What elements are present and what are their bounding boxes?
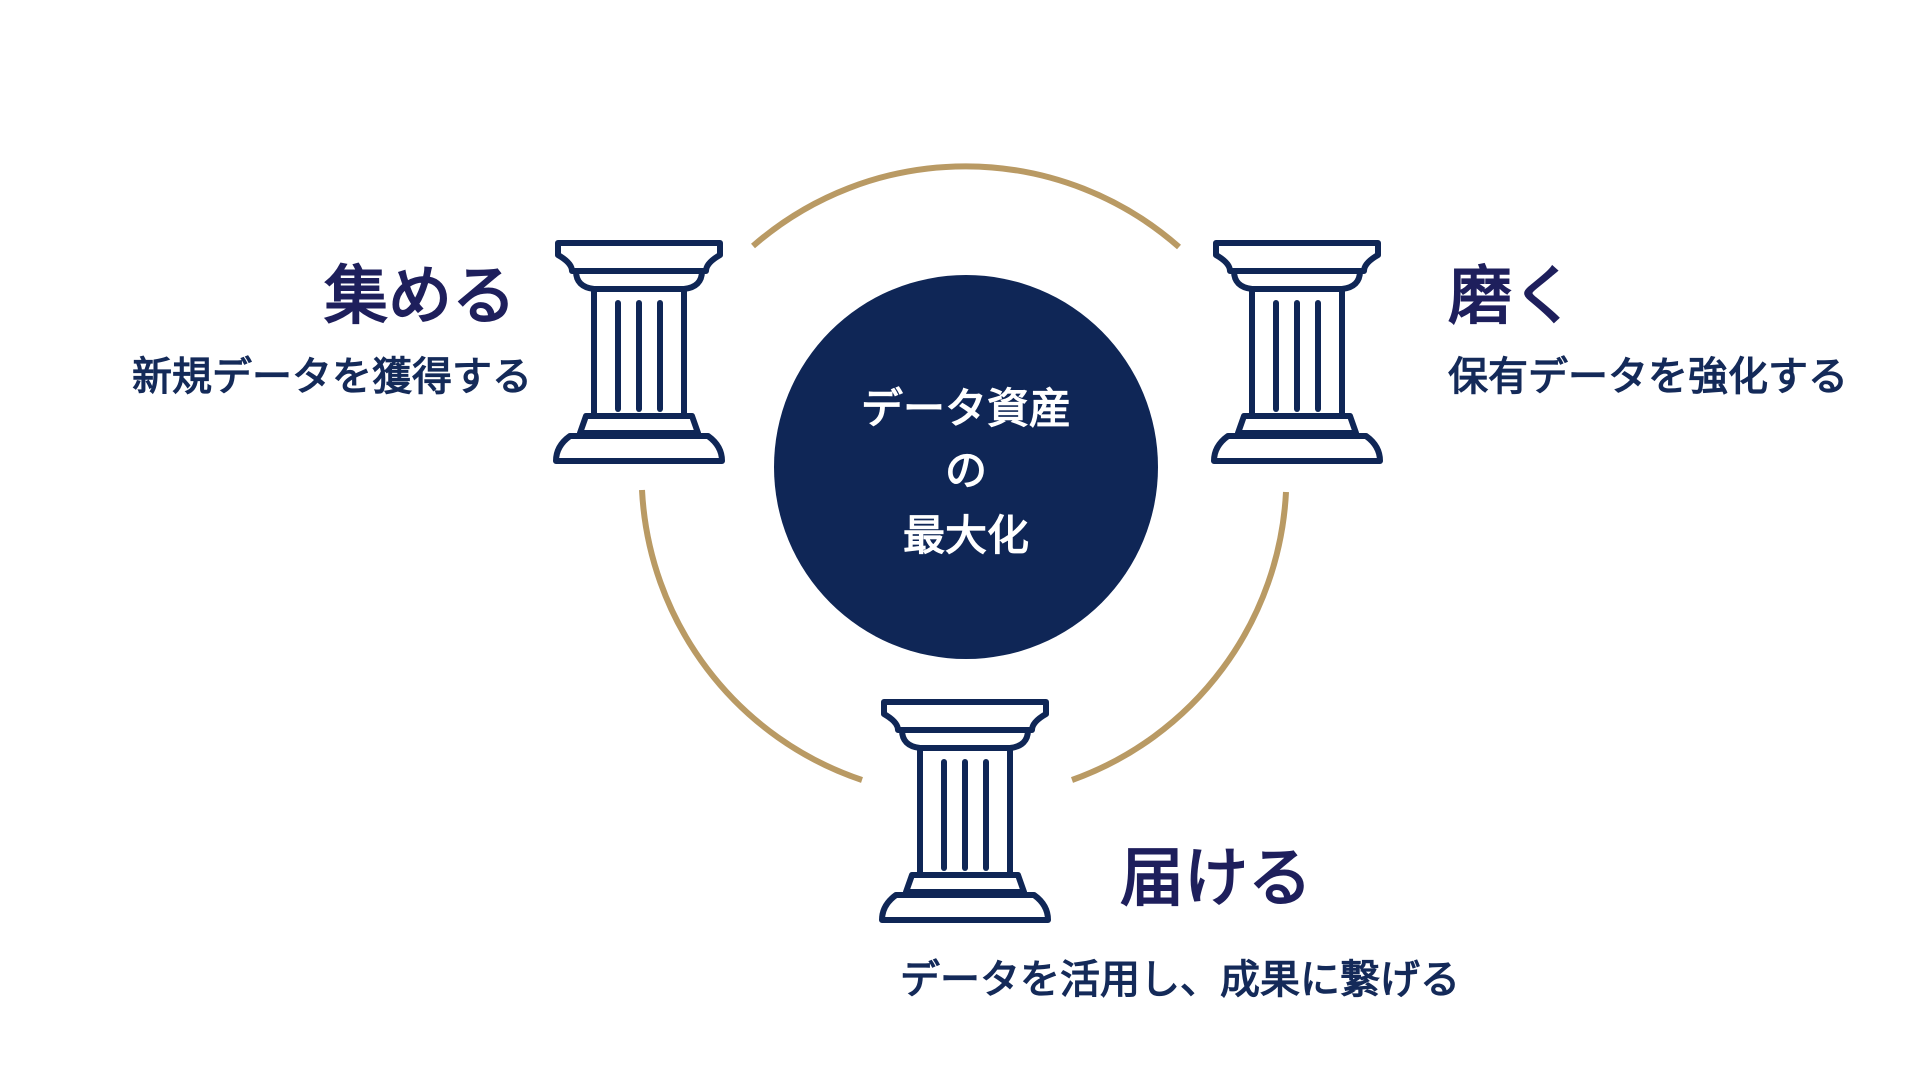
pillar-icon xyxy=(556,243,722,461)
center-label-line3: 最大化 xyxy=(903,511,1029,560)
ring-arc-left xyxy=(639,489,863,783)
stage-title: 磨く xyxy=(1448,260,1576,334)
stage-description: 保有データを強化する xyxy=(1448,354,1848,400)
stage-refine: 磨く 保有データを強化する xyxy=(1448,260,1848,400)
stage-description: 新規データを獲得する xyxy=(132,354,532,400)
center-circle xyxy=(774,275,1158,659)
stage-title: 届ける xyxy=(1120,842,1312,916)
center-core: データ資産 の 最大化 xyxy=(774,275,1158,659)
pillar-icon xyxy=(882,702,1048,920)
stage-title: 集める xyxy=(323,260,516,334)
stage-collect: 集める 新規データを獲得する xyxy=(132,260,532,400)
pillar-icon xyxy=(1214,243,1380,461)
center-label-line2: の xyxy=(945,446,987,495)
ring-arc-top xyxy=(751,163,1181,250)
stage-deliver: 届ける データを活用し、成果に繋げる xyxy=(900,842,1460,1003)
ring-arc-right xyxy=(1070,491,1289,783)
center-label-line1: データ資産 xyxy=(861,384,1071,433)
stage-description: データを活用し、成果に繋げる xyxy=(900,957,1460,1003)
